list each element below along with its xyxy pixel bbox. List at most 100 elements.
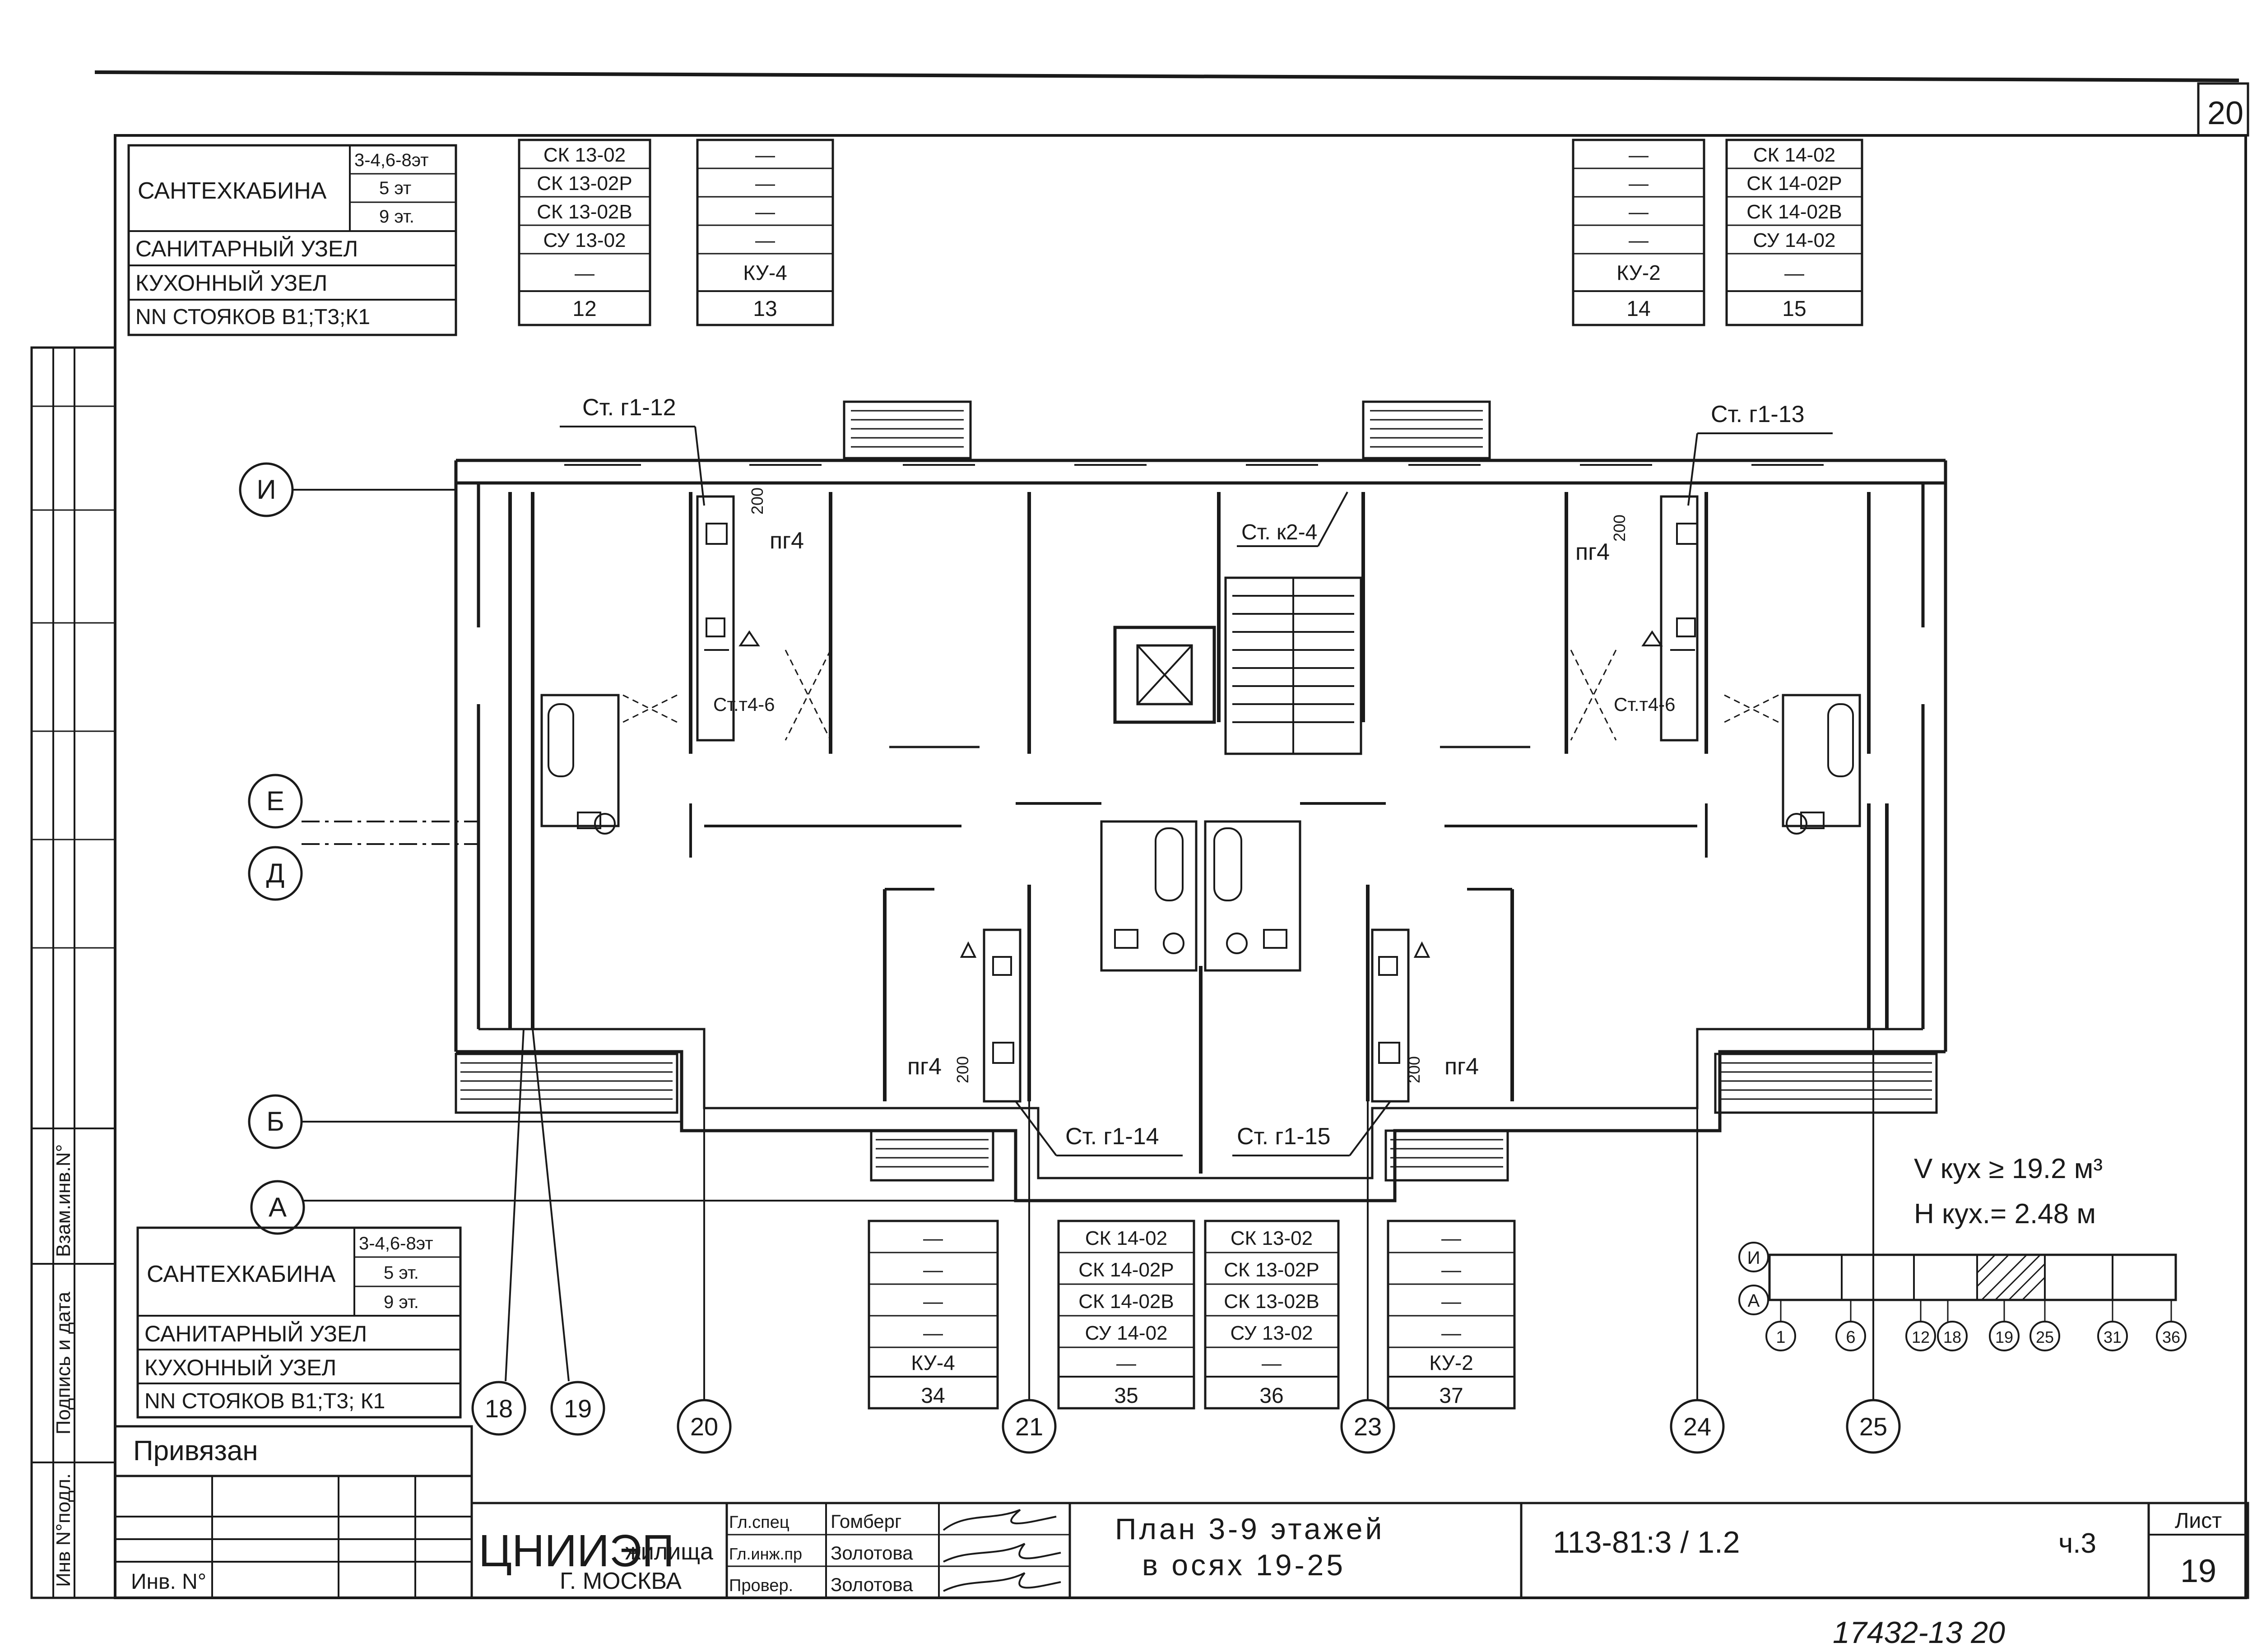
balcony-top-left <box>843 400 972 459</box>
bathroom-right <box>1782 694 1861 835</box>
riser-col-36: СК 13-02 СК 13-02Р СК 13-02В СУ 13-02 — … <box>1204 1220 1340 1410</box>
riser-34-row-1: — <box>923 1227 943 1249</box>
riser-col-37: — — — — КУ-2 37 <box>1387 1220 1516 1410</box>
role-3: Провер. <box>729 1576 793 1595</box>
label-st-g1-13: Ст. г1-13 <box>1711 401 1805 427</box>
riser-14-row-4: — <box>1629 229 1649 251</box>
axis-col-25: 25 <box>1846 1029 1901 1454</box>
riser-13-row-4: — <box>755 229 775 251</box>
santex-label: САНТЕХКАБИНА <box>138 178 327 204</box>
balcony-bottom-left <box>455 1053 678 1114</box>
svg-text:И: И <box>256 474 276 505</box>
sheet-value: 19 <box>2180 1553 2216 1589</box>
note-h-kuh: Н кух.= 2.48 м <box>1914 1198 2096 1230</box>
floors-label-b3: 9 эт. <box>384 1292 419 1312</box>
riser-12-number: 12 <box>572 297 596 321</box>
label-st-g1-14: Ст. г1-14 <box>1065 1123 1159 1150</box>
riser-37-row-4: — <box>1441 1322 1461 1344</box>
label-st-t4-6-right: Ст.т4-6 <box>1614 694 1676 715</box>
axis-row-A: А <box>250 1180 1016 1235</box>
dim-200-d: 200 <box>1405 1056 1423 1083</box>
title-line-2: в осях 19-25 <box>1142 1548 1346 1582</box>
dim-200-a: 200 <box>748 487 766 515</box>
role-2: Гл.инж.пр <box>729 1545 802 1563</box>
label-pg4-top-right: пг4 <box>1575 539 1610 565</box>
riser-36-row-2: СК 13-02Р <box>1224 1259 1319 1281</box>
part-label: ч.3 <box>2058 1528 2096 1559</box>
axis-row-D: Д <box>248 843 478 901</box>
svg-text:25: 25 <box>2036 1328 2054 1346</box>
stairwell <box>1224 576 1362 755</box>
riser-37-row-2: — <box>1441 1259 1461 1281</box>
riser-12-row-2: СК 13-02Р <box>537 172 632 195</box>
riser-35-row-3: СК 14-02В <box>1078 1290 1174 1313</box>
inv-label: Инв. N° <box>131 1570 206 1594</box>
note-v-kuh: V кух ≥ 19.2 м³ <box>1914 1153 2103 1184</box>
axis-col-23: 23 <box>1340 1101 1395 1454</box>
riser-34-row-4: — <box>923 1322 943 1344</box>
riser-34-row-5: КУ-4 <box>911 1351 955 1374</box>
riser-36-number: 36 <box>1259 1384 1283 1408</box>
riser-col-34: — — — — КУ-4 34 <box>868 1220 999 1410</box>
legend-table-top: САНТЕХКАБИНА 3-4,6-8эт 5 эт 9 эт. САНИТА… <box>127 144 457 336</box>
kitchen-notes: V кух ≥ 19.2 м³ Н кух.= 2.48 м <box>1914 1153 2103 1230</box>
axis-col-19: 19 <box>532 1029 605 1436</box>
riser-35-row-5: — <box>1116 1352 1136 1374</box>
sheet-label: Лист <box>2175 1509 2222 1533</box>
axis-row-I: И <box>239 462 456 517</box>
label-pg4-bottom-right: пг4 <box>1444 1053 1479 1080</box>
axis-cols: 18 19 20 21 23 24 25 <box>471 1029 1901 1454</box>
riser-34-row-2: — <box>923 1259 943 1281</box>
riser-12-row-5: — <box>575 262 594 284</box>
santex-label-b: САНТЕХКАБИНА <box>147 1261 336 1287</box>
kuhuzel-label: КУХОННЫЙ УЗЕЛ <box>135 270 327 296</box>
name-2: Золотова <box>831 1542 913 1564</box>
riser-37-row-1: — <box>1441 1227 1461 1249</box>
riser-14-row-2: — <box>1629 172 1649 195</box>
riser-13-row-5: КУ-4 <box>743 261 787 284</box>
riser-col-12: СК 13-02 СК 13-02Р СК 13-02В СУ 13-02 — … <box>518 139 651 326</box>
stoyaki-label: NN СТОЯКОВ В1;Т3;К1 <box>135 305 370 329</box>
floors-label-b1: 3-4,6-8эт <box>359 1234 433 1253</box>
elevator-shaft <box>1113 626 1216 724</box>
stoyaki-label-b: NN СТОЯКОВ В1;Т3; К1 <box>144 1389 385 1413</box>
title-line-1: План 3-9 этажей <box>1115 1512 1384 1545</box>
label-st-k2-4: Ст. к2-4 <box>1241 520 1317 544</box>
riser-15-row-3: СК 14-02В <box>1746 201 1842 223</box>
floors-label-b2: 5 эт. <box>384 1263 419 1283</box>
svg-text:24: 24 <box>1683 1412 1711 1441</box>
org-city: Г. МОСКВА <box>560 1568 682 1594</box>
plan-labels: Ст. г1-12 Ст. г1-13 Ст. к2-4 Ст.т4-6 Ст.… <box>560 394 1833 1156</box>
svg-text:21: 21 <box>1015 1412 1043 1441</box>
axis-col-18: 18 <box>471 1029 526 1436</box>
dim-200-b: 200 <box>1610 515 1629 542</box>
riser-col-15: СК 14-02 СК 14-02Р СК 14-02В СУ 14-02 — … <box>1725 139 1863 326</box>
label-pg4-top-left: пг4 <box>770 528 804 554</box>
riser-15-row-4: СУ 14-02 <box>1753 229 1835 251</box>
vzam-label: Взам.инв.N° <box>52 1144 74 1257</box>
key-row-top: И <box>1747 1248 1760 1268</box>
riser-36-row-1: СК 13-02 <box>1231 1227 1313 1249</box>
riser-35-row-2: СК 14-02Р <box>1078 1259 1174 1281</box>
title-block: Привязан Инв. N° ЦНИИЭП жилища Г. МОСКВА… <box>114 1425 2249 1599</box>
balcony-bottom-mid-left <box>870 1129 994 1182</box>
label-st-g1-15: Ст. г1-15 <box>1237 1123 1331 1150</box>
riser-13-row-2: — <box>755 172 775 195</box>
riser-14-number: 14 <box>1626 297 1650 321</box>
label-pg4-bottom-left: пг4 <box>907 1053 942 1080</box>
riser-14-row-1: — <box>1629 144 1649 166</box>
svg-text:19: 19 <box>1995 1328 2013 1346</box>
riser-15-number: 15 <box>1782 297 1806 321</box>
balcony-top-right <box>1362 400 1491 459</box>
svg-text:Д: Д <box>266 858 285 888</box>
kitchen-unit-top-left <box>696 495 760 742</box>
riser-35-row-4: СУ 14-02 <box>1085 1322 1167 1344</box>
legend-table-bottom: САНТЕХКАБИНА 3-4,6-8эт 5 эт. 9 эт. САНИТ… <box>136 1226 462 1419</box>
org-suffix: жилища <box>625 1539 713 1565</box>
side-strip: Взам.инв.N° Подпись и дата Инв N°подл. <box>30 346 116 1599</box>
name-1: Гомберг <box>831 1511 901 1532</box>
role-1: Гл.спец <box>729 1513 789 1532</box>
podpis-label: Подпись и дата <box>52 1291 74 1434</box>
riser-13-row-3: — <box>755 201 775 223</box>
